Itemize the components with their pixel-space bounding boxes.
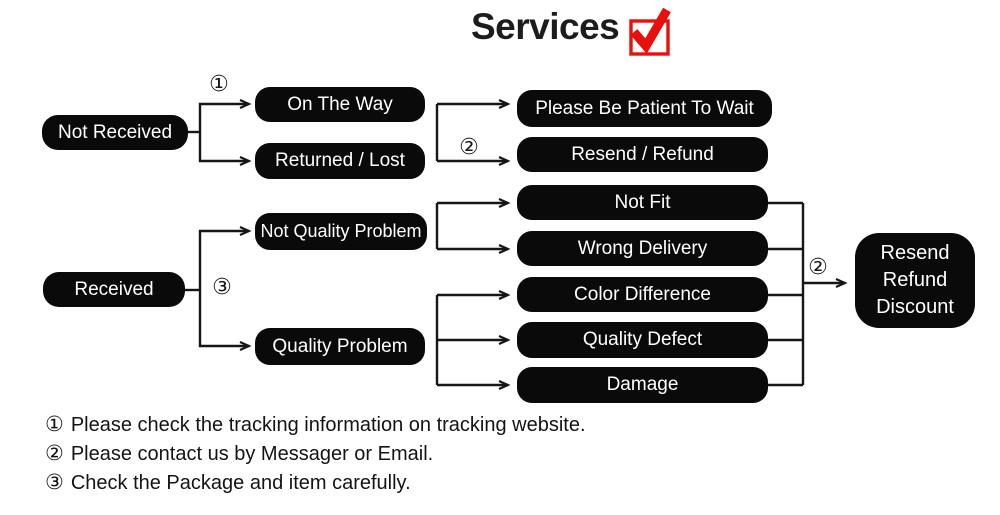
footnote-1-text: Please check the tracking information on… bbox=[70, 414, 586, 436]
node-received: Received bbox=[43, 272, 185, 307]
footnote-1-number: ① bbox=[45, 413, 64, 436]
discount-line-3: Discount bbox=[876, 296, 954, 318]
marker-1-not-received-branch: ① bbox=[209, 71, 229, 96]
node-damage: Damage bbox=[517, 367, 768, 403]
node-returned-lost: Returned / Lost bbox=[255, 143, 425, 179]
node-resend-refund: Resend / Refund bbox=[517, 137, 768, 172]
node-not-received: Not Received bbox=[42, 115, 188, 150]
footnotes: ① Please check the tracking information o… bbox=[45, 414, 586, 494]
node-not-quality-problem: Not Quality Problem bbox=[255, 213, 427, 250]
node-resend-refund-discount: Resend Refund Discount bbox=[855, 233, 975, 328]
node-quality-defect: Quality Defect bbox=[517, 322, 768, 358]
footnote-2-text: Please contact us by Messager or Email. bbox=[70, 443, 434, 465]
footnote-2: ② Please contact us by Messager or Email. bbox=[45, 443, 586, 465]
footnote-3-number: ③ bbox=[45, 471, 64, 494]
footnote-1: ① Please check the tracking information o… bbox=[45, 414, 586, 436]
marker-3-received-branch: ③ bbox=[212, 274, 232, 299]
node-color-difference: Color Difference bbox=[517, 277, 768, 312]
node-please-be-patient: Please Be Patient To Wait bbox=[517, 90, 772, 127]
footnote-3: ③ Check the Package and item carefully. bbox=[45, 472, 586, 494]
marker-2-resend-refund-arrow: ② bbox=[459, 134, 479, 159]
red-checkbox-icon bbox=[629, 7, 671, 56]
page-title: Services bbox=[471, 6, 620, 47]
footnote-2-number: ② bbox=[45, 442, 64, 465]
marker-2-discount-arrow: ② bbox=[808, 254, 828, 279]
node-wrong-delivery: Wrong Delivery bbox=[517, 231, 768, 266]
discount-line-2: Refund bbox=[882, 269, 948, 291]
footnote-3-text: Check the Package and item carefully. bbox=[70, 472, 411, 494]
node-quality-problem: Quality Problem bbox=[255, 328, 425, 365]
node-on-the-way: On The Way bbox=[255, 87, 425, 122]
discount-line-1: Resend bbox=[880, 242, 950, 264]
node-not-fit: Not Fit bbox=[517, 185, 768, 220]
